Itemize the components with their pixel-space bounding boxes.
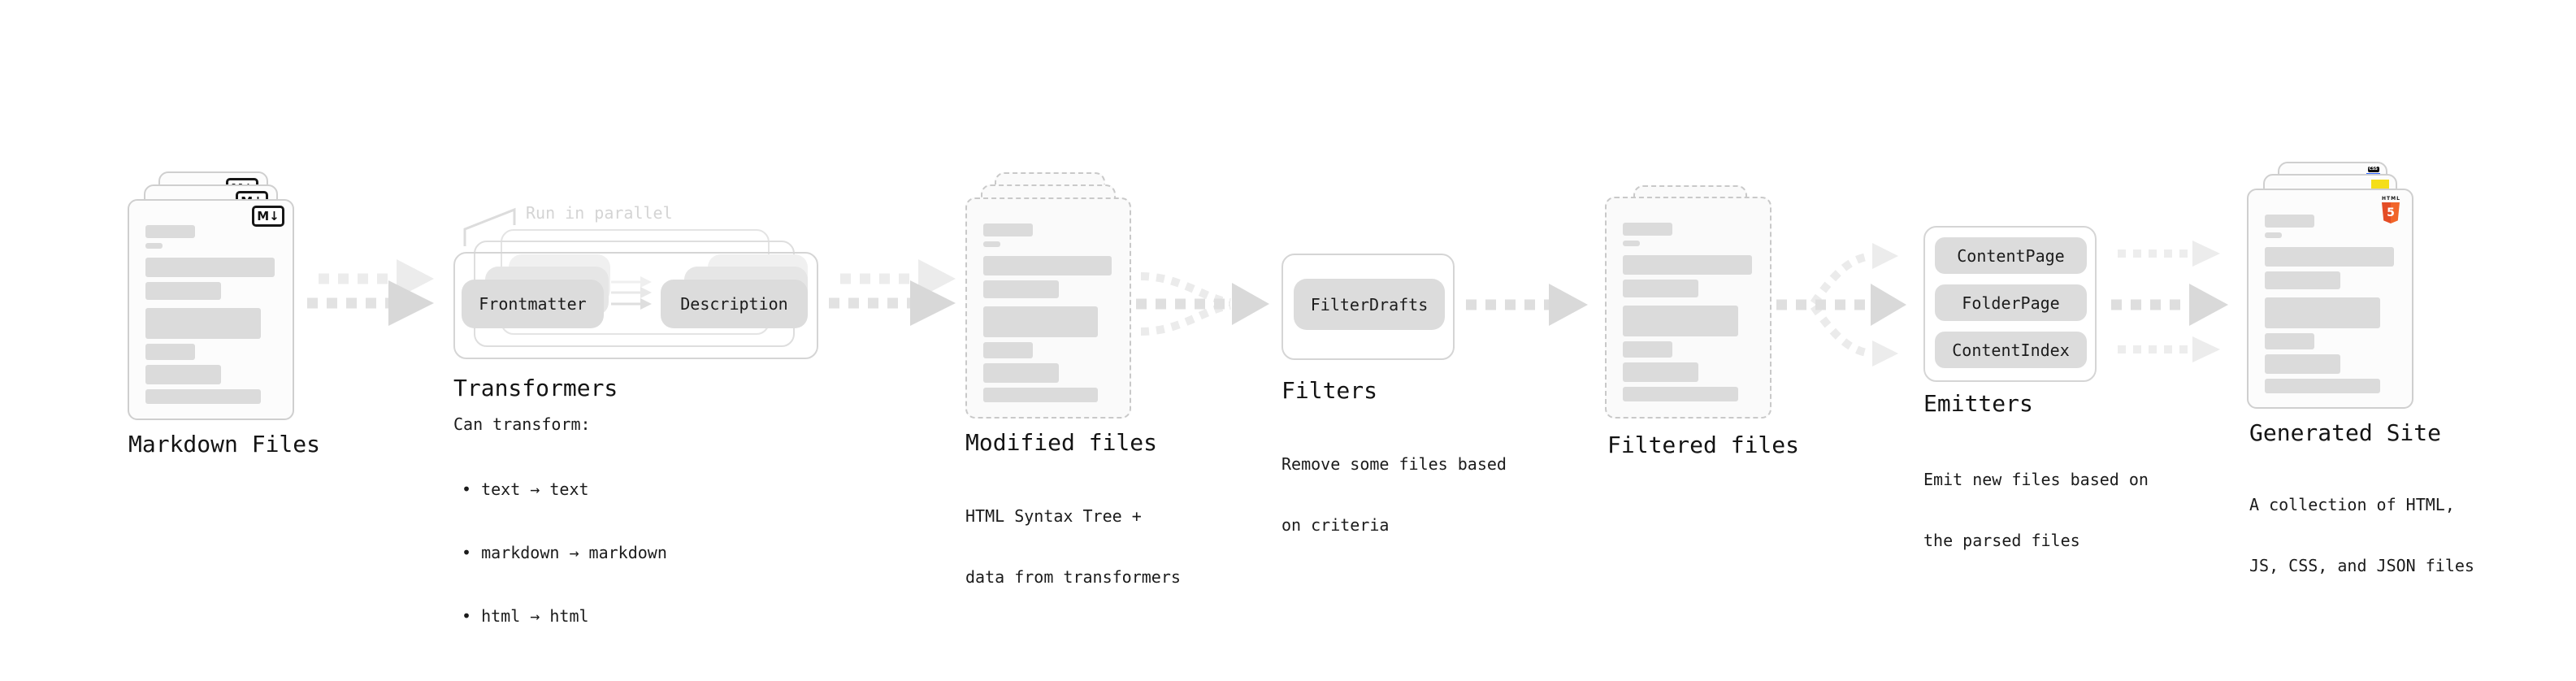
- flow-arrow-icon: [2118, 336, 2220, 362]
- skeleton-bar: [1623, 341, 1673, 358]
- transformers-heading: Transformers: [453, 375, 618, 401]
- markdown-files-label: Markdown Files: [128, 431, 321, 458]
- generated-html-file-card: HTML 5: [2247, 189, 2413, 409]
- description-line: JS, CSS, and JSON files: [2249, 556, 2474, 575]
- transformers-bullet-list: • text → text • markdown → markdown • ht…: [462, 436, 667, 669]
- folderpage-node: FolderPage: [1935, 284, 2087, 321]
- bullet-item: • text → text: [462, 479, 589, 499]
- markdown-file-card-front: M↓: [128, 199, 294, 420]
- transformers-subtitle: Can transform:: [453, 414, 591, 434]
- description-line: the parsed files: [1923, 531, 2080, 550]
- emitters-heading: Emitters: [1923, 390, 2033, 417]
- run-in-parallel-note: Run in parallel: [526, 203, 673, 223]
- emitters-box: [1923, 226, 2097, 382]
- skeleton-bar: [2265, 271, 2341, 289]
- skeleton-bar: [145, 308, 261, 339]
- generated-site-label: Generated Site: [2249, 419, 2442, 446]
- modified-files-description: HTML Syntax Tree + data from transformer…: [965, 466, 1181, 628]
- filterdrafts-node: FilterDrafts: [1294, 279, 1445, 330]
- skeleton-bar: [145, 389, 261, 404]
- skeleton-bar: [2265, 333, 2315, 349]
- skeleton-bar: [2265, 247, 2395, 267]
- skeleton-bar: [983, 223, 1033, 236]
- frontmatter-node: Frontmatter: [462, 280, 604, 328]
- split-arrow-icon: [1776, 243, 1906, 367]
- document-skeleton-text: [2265, 215, 2396, 393]
- html5-icon: HTML 5: [2382, 196, 2400, 223]
- skeleton-bar: [2265, 215, 2315, 228]
- skeleton-bar: [983, 241, 1000, 247]
- flow-arrow-icon: [2118, 241, 2220, 267]
- skeleton-bar: [1623, 362, 1699, 382]
- skeleton-bar: [145, 258, 275, 277]
- html5-shield: 5: [2382, 202, 2400, 223]
- filters-box: [1281, 254, 1455, 360]
- description-line: Emit new files based on: [1923, 470, 2149, 489]
- description-line: A collection of HTML,: [2249, 495, 2455, 514]
- document-skeleton-text: [1623, 223, 1754, 401]
- bullet-item: • markdown → markdown: [462, 543, 667, 562]
- filters-heading: Filters: [1281, 377, 1378, 404]
- skeleton-bar: [983, 363, 1059, 383]
- document-skeleton-text: [145, 225, 276, 404]
- contentindex-node: ContentIndex: [1935, 332, 2087, 368]
- skeleton-bar: [983, 342, 1033, 358]
- skeleton-bar: [1623, 387, 1738, 401]
- skeleton-bar: [1623, 306, 1738, 336]
- skeleton-bar: [2265, 354, 2341, 374]
- description-line: data from transformers: [965, 567, 1181, 587]
- description-line: HTML Syntax Tree +: [965, 506, 1142, 526]
- merge-arrow-icon: [1136, 272, 1269, 336]
- flow-arrow-icon: [307, 259, 434, 326]
- filtered-files-label: Filtered files: [1607, 432, 1800, 458]
- description-line: Remove some files based: [1281, 454, 1507, 474]
- bullet-item: • html → html: [462, 606, 589, 626]
- flow-arrow-icon: [829, 259, 956, 326]
- skeleton-bar: [2265, 297, 2380, 328]
- generated-site-description: A collection of HTML, JS, CSS, and JSON …: [2249, 454, 2474, 617]
- flow-arrow-icon: [1466, 284, 1588, 326]
- css-label: CSS: [2367, 167, 2379, 172]
- skeleton-bar: [983, 256, 1112, 275]
- flow-arrow-icon: [2111, 284, 2228, 326]
- skeleton-bar: [145, 365, 222, 384]
- parallel-arrows-icon: [611, 276, 652, 310]
- skeleton-bar: [1623, 280, 1699, 297]
- skeleton-bar: [145, 282, 222, 300]
- skeleton-bar: [983, 280, 1059, 298]
- skeleton-bar: [2265, 232, 2282, 238]
- skeleton-bar: [2265, 379, 2380, 393]
- html5-word: HTML: [2382, 196, 2400, 202]
- skeleton-bar: [1623, 255, 1753, 275]
- markdown-icon: M↓: [252, 206, 284, 227]
- transformer-layer-box-front: [453, 252, 818, 359]
- skeleton-bar: [145, 344, 196, 360]
- skeleton-bar: [983, 306, 1098, 337]
- filtered-file-card-front: [1605, 197, 1772, 419]
- filters-description: Remove some files based on criteria: [1281, 414, 1507, 576]
- skeleton-bar: [1623, 223, 1673, 236]
- skeleton-bar: [145, 243, 163, 249]
- modified-file-card-front: [965, 197, 1131, 419]
- skeleton-bar: [983, 388, 1098, 402]
- contentpage-node: ContentPage: [1935, 237, 2087, 274]
- emitters-description: Emit new files based on the parsed files: [1923, 429, 2149, 592]
- skeleton-bar: [1623, 241, 1640, 246]
- description-node: Description: [661, 280, 808, 328]
- skeleton-bar: [145, 225, 196, 238]
- callout-leader-line: [463, 207, 516, 246]
- modified-files-label: Modified files: [965, 429, 1158, 456]
- description-line: on criteria: [1281, 515, 1390, 535]
- document-skeleton-text: [983, 223, 1113, 402]
